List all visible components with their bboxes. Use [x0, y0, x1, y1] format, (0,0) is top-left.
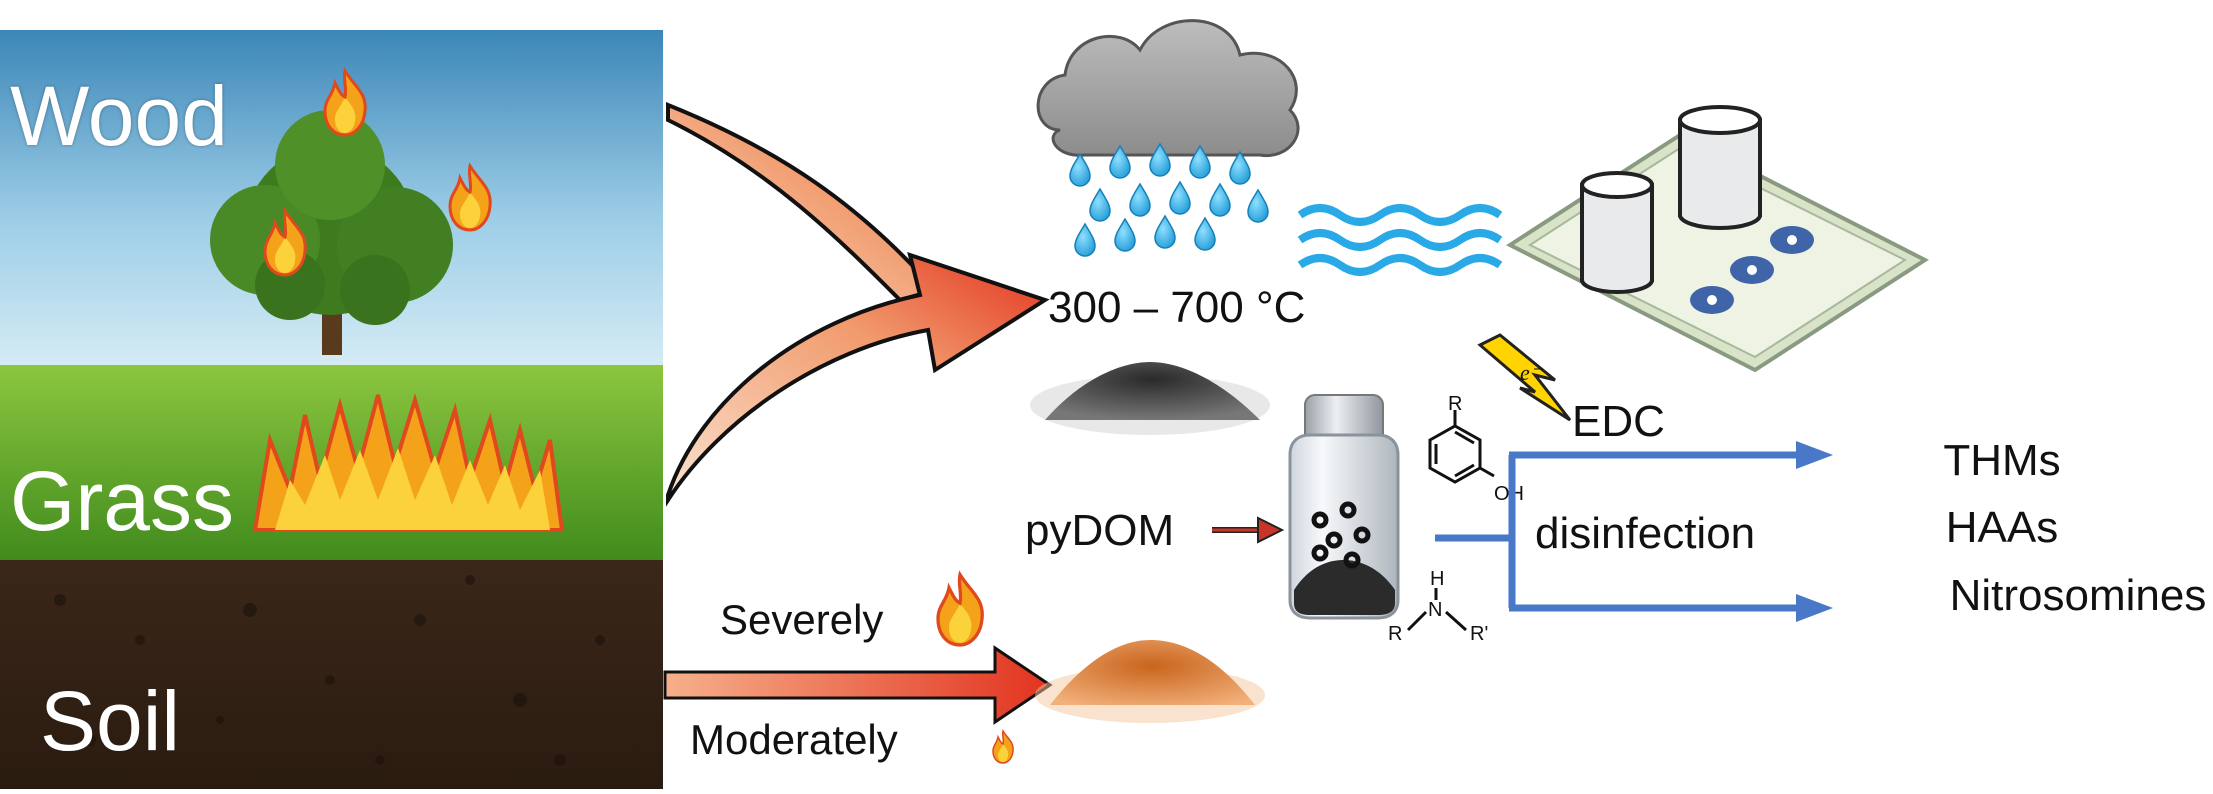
electron-label: e⁻	[1520, 360, 1544, 385]
soil-label: Soil	[40, 674, 180, 768]
fire-icon	[992, 730, 1014, 764]
grass-fire-icon	[252, 392, 565, 532]
pydom-label: pyDOM	[1025, 506, 1174, 555]
soil-char-pile	[1035, 640, 1265, 723]
lightning-icon	[1477, 333, 1572, 422]
amine-r-prime-label: R'	[1470, 623, 1488, 645]
product-thms: THMs	[1943, 436, 2060, 485]
rain-cloud-icon	[1036, 19, 1300, 257]
fire-icon	[936, 572, 984, 647]
disinfection-arrows	[1435, 441, 1833, 622]
product-haas: HAAs	[1946, 503, 2058, 552]
bottle-icon	[1288, 394, 1400, 620]
phenol-r-label: R	[1448, 393, 1462, 415]
disinfection-label: disinfection	[1535, 509, 1755, 558]
pydom-arrow	[1212, 516, 1285, 544]
soil-background	[0, 560, 663, 789]
straight-arrow	[663, 645, 1053, 725]
phenol-structure	[1428, 410, 1495, 484]
source-panel: Wood Grass Soil	[0, 30, 663, 789]
amine-h-label: H	[1430, 568, 1444, 590]
temperature-label: 300 – 700 °C	[1048, 283, 1305, 332]
grass-label: Grass	[10, 454, 234, 548]
soil-texture	[54, 575, 605, 766]
edc-label: EDC	[1572, 397, 1665, 446]
sensor-chip-icon	[1506, 105, 1929, 373]
curved-arrow	[666, 102, 1050, 507]
severely-label: Severely	[720, 596, 883, 643]
moderately-label: Moderately	[690, 716, 898, 763]
wood-label: Wood	[10, 69, 228, 163]
water-waves-icon	[1297, 204, 1503, 276]
amine-structure	[1406, 588, 1468, 632]
amine-n-label: N	[1428, 599, 1442, 621]
product-nitrosomines: Nitrosomines	[1950, 571, 2207, 620]
amine-r-label: R	[1388, 623, 1402, 645]
biochar-pile	[1030, 362, 1270, 435]
